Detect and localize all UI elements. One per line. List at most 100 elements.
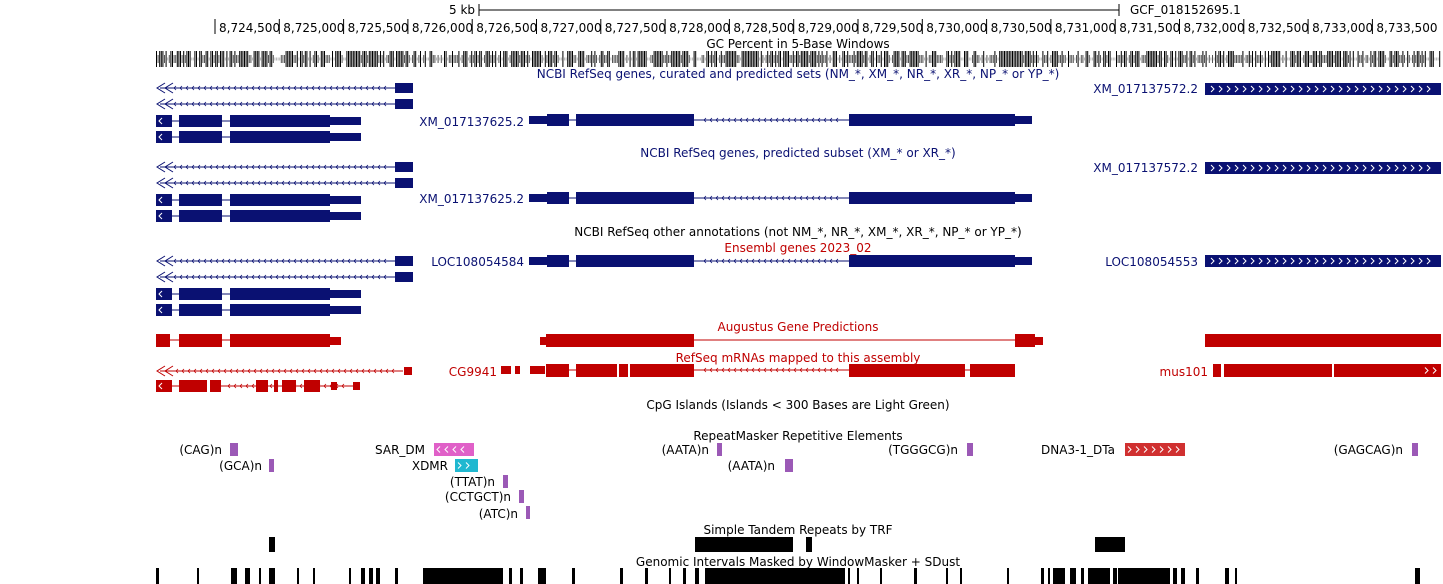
refseq-mrna-track[interactable] xyxy=(156,364,1441,392)
repeat-label-gagcag[interactable]: (GAGCAG)n xyxy=(1334,443,1403,457)
gc-bar xyxy=(893,51,895,67)
repeat-label-dna3[interactable]: DNA3-1_DTa xyxy=(1041,443,1115,457)
gene-label-cg9941[interactable]: CG9941 xyxy=(449,365,497,379)
gc-bar xyxy=(1432,51,1434,67)
gc-bar xyxy=(988,57,989,61)
gc-bar xyxy=(924,57,925,61)
gene-label-xm625-b[interactable]: XM_017137625.2 xyxy=(419,192,524,206)
gc-bar xyxy=(632,51,634,67)
repeat-label-cctgct[interactable]: (CCTGCT)n xyxy=(445,490,511,504)
exon xyxy=(529,194,547,202)
gene-label-xm572-a[interactable]: XM_017137572.2 xyxy=(1093,82,1198,96)
gc-bar xyxy=(298,57,300,61)
strand-arrows xyxy=(703,367,839,373)
masked-interval xyxy=(520,568,523,584)
gc-bar xyxy=(1013,51,1015,67)
gc-bar xyxy=(1160,51,1162,67)
windowmasker-track[interactable] xyxy=(156,568,1420,584)
refseq-all-track[interactable] xyxy=(156,82,1441,143)
gc-bar xyxy=(378,55,380,63)
repeat-label-gca[interactable]: (GCA)n xyxy=(219,459,262,473)
gc-bar xyxy=(725,51,727,67)
gc-bar xyxy=(1071,55,1073,63)
augustus-track[interactable] xyxy=(156,334,1441,347)
exon xyxy=(156,115,172,127)
repeat-label-sar[interactable]: SAR_DM xyxy=(375,443,425,457)
gc-bar xyxy=(1055,51,1057,67)
gc-bar xyxy=(1248,51,1250,67)
strand-arrows xyxy=(173,85,387,91)
gc-bar xyxy=(794,55,796,63)
gc-bar xyxy=(400,51,402,67)
exon xyxy=(530,366,545,374)
repeat-label-tgggcg[interactable]: (TGGGCG)n xyxy=(888,443,958,457)
gc-bar xyxy=(770,51,772,67)
exon xyxy=(395,178,413,188)
gc-bar xyxy=(650,55,652,63)
exon xyxy=(1224,364,1332,377)
gc-bar xyxy=(1189,51,1191,67)
gc-bar xyxy=(1012,51,1013,67)
gc-bar xyxy=(418,55,420,63)
gc-bar xyxy=(1341,57,1343,61)
gc-bar xyxy=(1032,51,1034,67)
repeat-label-atc[interactable]: (ATC)n xyxy=(479,507,518,521)
gc-bar xyxy=(959,51,961,67)
repeat-label-ttat[interactable]: (TTAT)n xyxy=(450,475,495,489)
gc-bar xyxy=(509,55,511,63)
gc-bar xyxy=(773,55,775,63)
repeat-label-aata-2[interactable]: (AATA)n xyxy=(728,459,775,473)
gc-bar xyxy=(296,51,298,67)
gc-bar xyxy=(247,51,249,67)
gc-bar xyxy=(760,51,762,67)
gc-bar xyxy=(888,55,890,63)
repeat-label-cag[interactable]: (CAG)n xyxy=(179,443,222,457)
gc-bar xyxy=(655,51,657,67)
gene-label-xm625-a[interactable]: XM_017137625.2 xyxy=(419,115,524,129)
ruler-tick-label: 8,731,500 xyxy=(1119,21,1180,35)
gc-bar xyxy=(960,57,962,61)
gc-bar xyxy=(560,57,562,61)
gene-label-loc584[interactable]: LOC108054584 xyxy=(431,255,524,269)
gc-bar xyxy=(1402,51,1404,67)
gc-bar xyxy=(922,55,924,63)
gc-bar xyxy=(421,57,423,61)
gc-percent-track[interactable] xyxy=(156,51,1441,67)
gc-bar xyxy=(343,57,345,61)
ensembl-genes-track[interactable] xyxy=(156,255,1441,316)
gene-label-xm572-b[interactable]: XM_017137572.2 xyxy=(1093,161,1198,175)
gc-bar xyxy=(1197,55,1199,63)
gc-bar xyxy=(685,51,687,67)
gc-bar xyxy=(940,55,941,63)
trf-track[interactable] xyxy=(269,537,1125,552)
gc-bar xyxy=(728,51,730,67)
repeat-label-xdmr[interactable]: XDMR xyxy=(412,459,448,473)
refseq-predicted-track[interactable] xyxy=(156,161,1441,222)
gene-label-loc553[interactable]: LOC108054553 xyxy=(1105,255,1198,269)
gc-bar xyxy=(573,55,575,63)
gc-bar xyxy=(1413,51,1415,67)
gc-bar xyxy=(207,51,209,67)
gc-bar xyxy=(900,57,901,61)
gc-bar xyxy=(716,51,717,67)
gc-bar xyxy=(984,57,986,61)
gc-bar xyxy=(946,51,948,67)
gc-bar xyxy=(968,57,970,61)
repeat-label-aata-1[interactable]: (AATA)n xyxy=(662,443,709,457)
strand-arrow xyxy=(164,82,174,94)
gc-bar xyxy=(236,55,237,63)
repeatmasker-track[interactable] xyxy=(230,443,1418,519)
gc-bar xyxy=(607,51,609,67)
gene-label-mus101[interactable]: mus101 xyxy=(1160,365,1208,379)
ruler-tick-label: 8,725,500 xyxy=(348,21,409,35)
assembly-label: GCF_018152695.1 xyxy=(1130,3,1241,17)
exon xyxy=(630,364,694,377)
exon xyxy=(395,272,413,282)
gc-bar xyxy=(842,51,844,67)
gc-bar xyxy=(965,51,967,67)
gc-bar xyxy=(351,51,353,67)
gc-bar xyxy=(165,51,167,67)
track-title-trf: Simple Tandem Repeats by TRF xyxy=(703,523,892,537)
gc-bar xyxy=(906,55,908,63)
